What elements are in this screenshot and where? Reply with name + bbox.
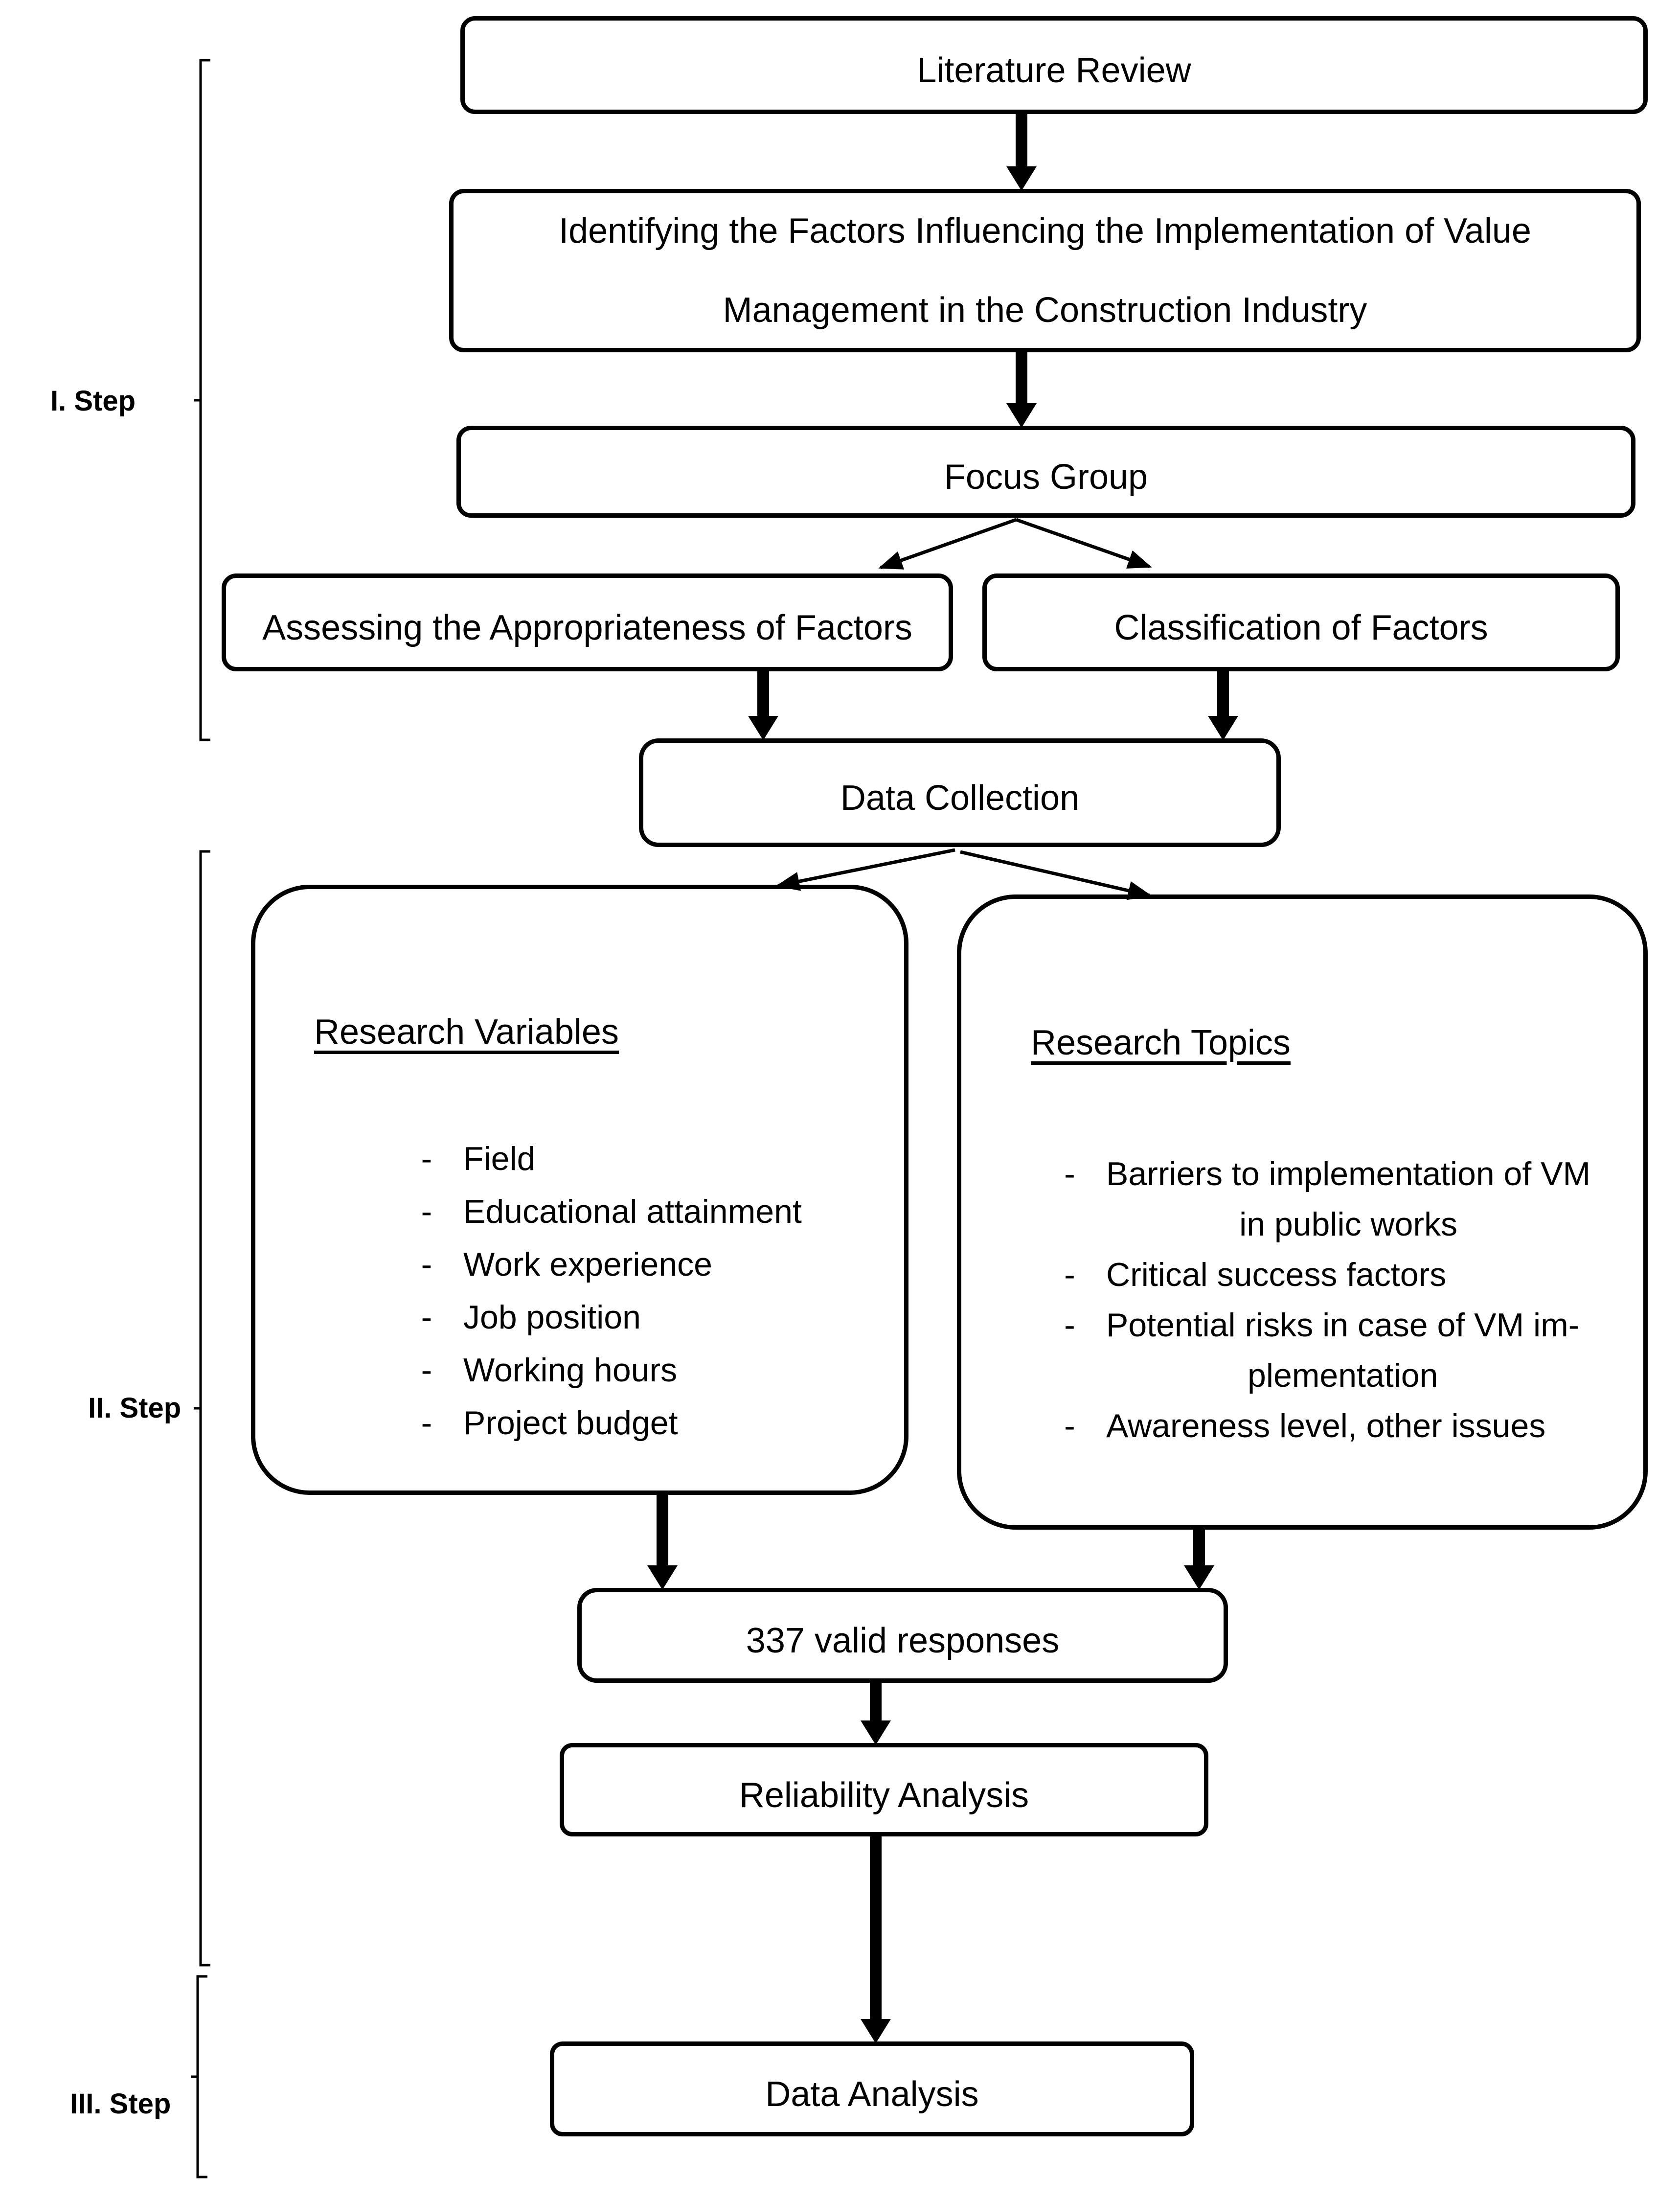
arrow-stem	[1193, 1529, 1205, 1567]
arrow-datacollection-to-topics	[960, 850, 1152, 900]
box-identifying-factors: Identifying the Factors Influencing the …	[449, 189, 1641, 352]
arrow-head	[1184, 1565, 1214, 1590]
arrow-literature-to-identifying	[1006, 112, 1037, 191]
list-item-dash: -	[1064, 1307, 1075, 1344]
list-item: -Project budget	[390, 1397, 802, 1449]
list-item: -Work experience	[390, 1238, 802, 1291]
arrow-stem	[870, 1835, 882, 2021]
arrow-focus-to-classification	[1015, 518, 1152, 569]
arrow-head	[861, 2019, 891, 2043]
step-label-2: II. Step	[88, 1392, 182, 1424]
box-research-topics: Research Topics -Barriers to implementat…	[957, 894, 1648, 1530]
box-assessing-appropriateness-label: Assessing the Appropriateness of Factors	[262, 608, 912, 647]
research-variables-heading: Research Variables	[314, 1012, 619, 1052]
list-item-dash: -	[421, 1352, 432, 1389]
step1-bracket	[199, 59, 210, 741]
list-item: -Educational attainment	[390, 1185, 802, 1238]
arrow-reliability-to-dataanalysis	[861, 1835, 891, 2043]
list-item-dash: -	[1064, 1407, 1075, 1444]
box-focus-group: Focus Group	[456, 426, 1635, 518]
arrow-head	[861, 1720, 891, 1745]
box-data-collection-label: Data Collection	[840, 779, 1080, 818]
list-item-text: Educational attainment	[463, 1193, 802, 1230]
step-label-1: I. Step	[50, 385, 136, 417]
arrow-variables-to-responses	[647, 1494, 678, 1590]
list-item: -Field	[390, 1132, 802, 1185]
list-item-text: Critical success factors	[1106, 1256, 1447, 1293]
box-research-variables: Research Variables -Field-Educational at…	[251, 885, 908, 1495]
arrow-head	[1208, 716, 1238, 740]
list-item-dash: -	[1064, 1155, 1075, 1192]
list-item-dash: -	[421, 1246, 432, 1283]
list-item: -Working hours	[390, 1344, 802, 1397]
list-item-dash: -	[1064, 1256, 1075, 1293]
arrow-head	[1006, 403, 1037, 428]
arrow-head	[748, 716, 778, 740]
list-item-dash: -	[421, 1299, 432, 1336]
arrow-stem	[657, 1494, 668, 1567]
box-data-analysis: Data Analysis	[550, 2041, 1194, 2136]
list-item-text: Awareness level, other issues	[1106, 1407, 1546, 1444]
box-identifying-factors-line1: Identifying the Factors Influencing the …	[559, 211, 1531, 251]
box-focus-group-label: Focus Group	[944, 458, 1148, 497]
list-item: -Awareness level, other issues	[1033, 1401, 1590, 1451]
box-valid-responses-label: 337 valid responses	[746, 1621, 1060, 1660]
box-reliability-analysis: Reliability Analysis	[560, 1743, 1208, 1836]
arrow-stem	[870, 1682, 882, 1722]
arrow-stem	[1016, 112, 1027, 168]
box-literature-review-label: Literature Review	[917, 51, 1191, 90]
research-variables-list: -Field-Educational attainment-Work exper…	[390, 1132, 802, 1449]
list-item-text: Work experience	[463, 1246, 712, 1283]
arrow-datacollection-to-variables	[775, 848, 955, 891]
step-label-3: III. Step	[70, 2088, 171, 2120]
arrow-assessing-to-datacollection	[748, 670, 778, 740]
arrow-head	[647, 1565, 678, 1590]
list-item-dash: -	[421, 1140, 432, 1177]
list-item: -Critical success factors	[1033, 1250, 1590, 1300]
arrow-head	[1006, 166, 1037, 191]
list-item-text: Field	[463, 1140, 536, 1177]
box-classification-of-factors: Classification of Factors	[982, 573, 1620, 671]
box-data-collection: Data Collection	[639, 738, 1281, 847]
arrow-stem	[1016, 351, 1027, 405]
arrow-topics-to-responses	[1184, 1529, 1214, 1590]
box-data-analysis-label: Data Analysis	[765, 2075, 979, 2114]
arrow-classification-to-datacollection	[1208, 670, 1238, 740]
arrow-stem	[757, 670, 769, 718]
list-item-dash: -	[421, 1193, 432, 1230]
list-item-text: Potential risks in case of VM im-plement…	[1106, 1307, 1580, 1394]
step2-bracket	[199, 850, 210, 1967]
box-reliability-analysis-label: Reliability Analysis	[739, 1775, 1029, 1815]
research-topics-heading: Research Topics	[1031, 1023, 1291, 1062]
arrow-identifying-to-focus	[1006, 351, 1037, 428]
list-item: -Potential risks in case of VM im-plemen…	[1033, 1300, 1590, 1401]
box-literature-review: Literature Review	[460, 16, 1648, 114]
list-item-text: Project budget	[463, 1404, 678, 1442]
step3-bracket	[196, 1975, 207, 2178]
box-valid-responses: 337 valid responses	[577, 1588, 1228, 1683]
arrow-focus-to-assessing	[878, 518, 1017, 570]
list-item-dash: -	[421, 1404, 432, 1442]
list-item: -Job position	[390, 1291, 802, 1344]
box-classification-of-factors-label: Classification of Factors	[1114, 608, 1488, 647]
box-identifying-factors-line2: Management in the Construction Industry	[723, 291, 1367, 330]
arrow-responses-to-reliability	[861, 1682, 891, 1745]
list-item-text: Job position	[463, 1299, 641, 1336]
arrow-stem	[1217, 670, 1229, 718]
box-assessing-appropriateness: Assessing the Appropriateness of Factors	[222, 573, 953, 671]
list-item-text: Working hours	[463, 1352, 678, 1389]
